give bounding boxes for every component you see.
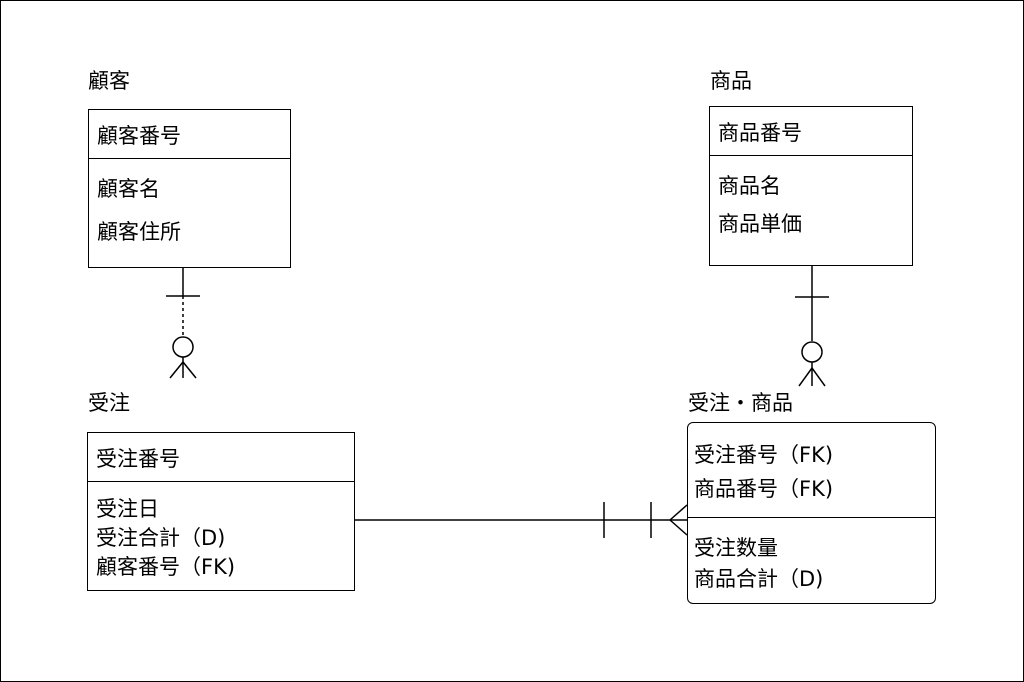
product-entity-title: 商品 (710, 69, 752, 93)
crowfoot-right (182, 361, 197, 379)
order-key-section: 受注番号 (88, 433, 354, 482)
customer-attr-customer-name: 顧客名 (97, 177, 160, 201)
customer-attr-customer-address: 顧客住所 (97, 220, 181, 244)
order-product-key-section: 受注番号（FK) 商品番号（FK) (688, 423, 935, 518)
product-entity: 商品番号 商品名 商品単価 (709, 106, 913, 266)
crowfoot-top (669, 504, 688, 521)
product-key-section: 商品番号 (710, 107, 912, 156)
order-attr-customer-number-fk: 顧客番号（FK) (96, 555, 236, 579)
product-attr-product-name: 商品名 (718, 174, 781, 198)
order-product-entity-title: 受注・商品 (688, 391, 793, 415)
order-attr-order-total: 受注合計（D) (96, 526, 226, 550)
crowfoot-bottom (669, 519, 688, 536)
product-attr-unit-price: 商品単価 (718, 212, 802, 236)
order-attr-order-date: 受注日 (96, 497, 159, 521)
order-product-key-order-number-fk: 受注番号（FK) (694, 443, 834, 467)
crowfoot-right (811, 367, 826, 387)
product-key-product-number: 商品番号 (718, 121, 802, 145)
crowfoot-left (798, 367, 813, 387)
customer-key-customer-number: 顧客番号 (97, 124, 181, 148)
relationship-customer-order (166, 268, 200, 379)
orderproduct-zero-circle (801, 341, 823, 363)
order-product-attr-quantity: 受注数量 (694, 536, 778, 560)
crowfoot-left (169, 361, 184, 379)
customer-key-section: 顧客番号 (89, 110, 290, 159)
customer-entity-title: 顧客 (88, 69, 130, 93)
relationship-product-orderproduct (795, 266, 829, 387)
order-zero-circle (172, 336, 194, 358)
relationship-order-orderproduct (355, 502, 688, 538)
order-entity-title: 受注 (88, 391, 130, 415)
order-product-attr-product-total: 商品合計（D) (694, 567, 824, 591)
order-entity: 受注番号 受注日 受注合計（D) 顧客番号（FK) (87, 432, 355, 591)
order-key-order-number: 受注番号 (96, 447, 180, 471)
customer-entity: 顧客番号 顧客名 顧客住所 (88, 109, 291, 268)
order-product-entity: 受注番号（FK) 商品番号（FK) 受注数量 商品合計（D) (687, 422, 936, 604)
order-product-key-product-number-fk: 商品番号（FK) (694, 477, 834, 501)
